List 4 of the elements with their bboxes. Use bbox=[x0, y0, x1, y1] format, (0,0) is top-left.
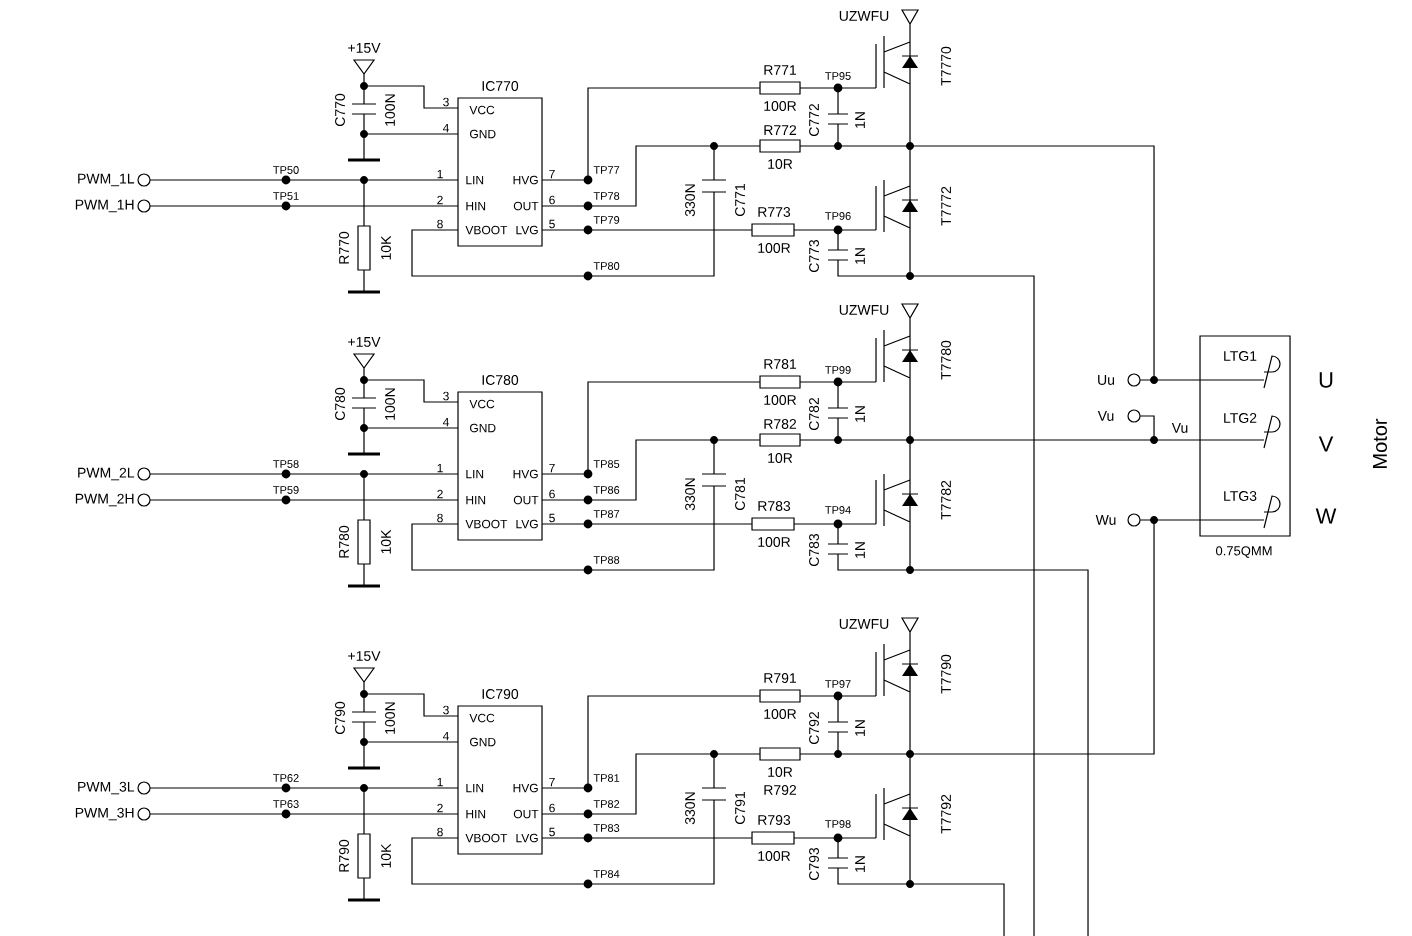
phase-label: V bbox=[1318, 436, 1334, 452]
phase-label: W bbox=[1315, 508, 1337, 524]
motor-label: Motor bbox=[1373, 418, 1387, 468]
phase-label: U bbox=[1319, 372, 1333, 388]
